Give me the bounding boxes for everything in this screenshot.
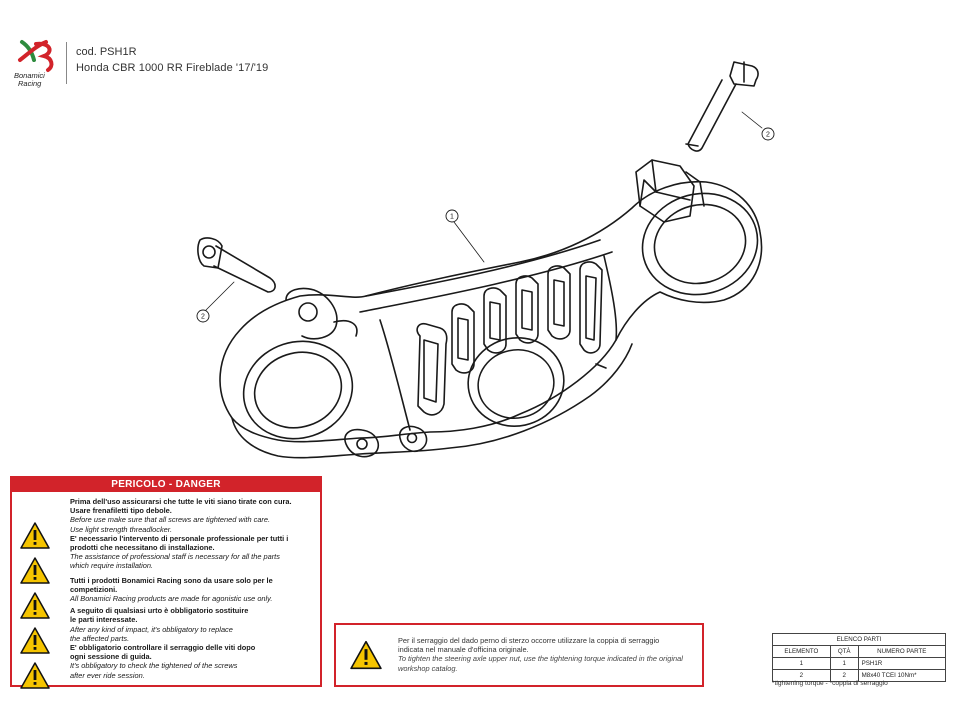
- callout-2-left: 2: [201, 314, 205, 321]
- danger-item: E' necessario l'intervento di personale …: [70, 533, 289, 571]
- warning-icon: [20, 662, 50, 689]
- product-code: cod. PSH1R: [76, 46, 137, 58]
- warning-icon: [20, 522, 50, 549]
- parts-table-title: ELENCO PARTI: [772, 633, 946, 646]
- torque-note-texts: Per il serraggio del dado perno di sterz…: [398, 636, 683, 673]
- parts-list-table: ELENCO PARTI ELEMENTO QTÀ NUMERO PARTE 1…: [772, 633, 947, 682]
- danger-panel: PERICOLO - DANGER Prima dell'uso assicur…: [10, 476, 322, 689]
- danger-item: A seguito di qualsiasi urto è obbligator…: [70, 606, 249, 643]
- danger-texts: Prima dell'uso assicurarsi che tutte le …: [70, 497, 320, 680]
- torque-footnote: *tightening torque - *coppia di serraggi…: [772, 680, 888, 687]
- table-header-row: ELEMENTO QTÀ NUMERO PARTE: [772, 645, 947, 658]
- danger-item: E' obbligatorio controllare il serraggio…: [70, 643, 256, 680]
- danger-title: PERICOLO - DANGER: [12, 478, 320, 492]
- table-row: 1 1 PSH1R: [772, 657, 947, 670]
- triple-clamp-body: [219, 159, 763, 459]
- header-divider: [66, 42, 67, 84]
- brand-name: Bonamici Racing: [14, 71, 45, 88]
- warning-icon: [20, 557, 50, 584]
- warning-icon: [350, 640, 382, 670]
- screw-left: [197, 237, 276, 293]
- torque-note-panel: Per il serraggio del dado perno di sterz…: [334, 623, 704, 687]
- callout-2-right: 2: [766, 132, 770, 139]
- danger-item: Tutti i prodotti Bonamici Racing sono da…: [70, 575, 273, 604]
- callout-1: 1: [450, 214, 454, 221]
- product-model: Honda CBR 1000 RR Fireblade '17/'19: [76, 62, 269, 74]
- warning-icon: [20, 592, 50, 619]
- bonamici-logo-icon: [18, 40, 54, 72]
- danger-item: Prima dell'uso assicurarsi che tutte le …: [70, 497, 292, 534]
- table-row: 2 2 M8x40 TCEI 10Nm*: [772, 669, 947, 682]
- warning-icon: [20, 627, 50, 654]
- screw-right: [685, 61, 759, 152]
